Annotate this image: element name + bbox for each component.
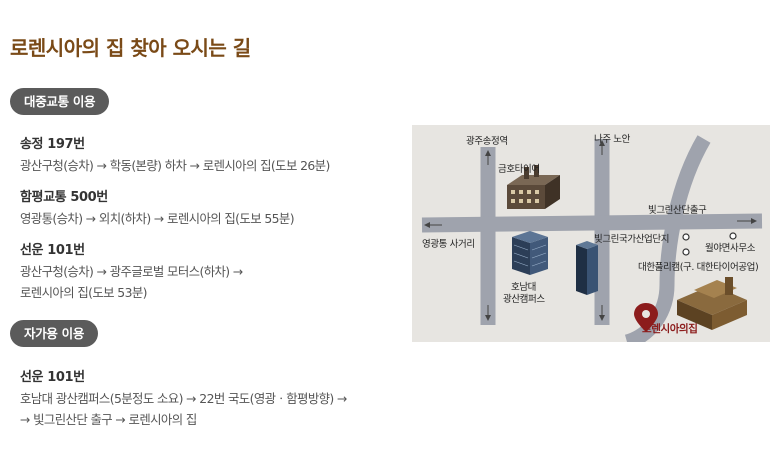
route-item: 송정 197번 광산구청(승차) → 학동(본량) 하차 → 로렌시아의 집(도… [20,133,410,176]
route-description: 호남대 광산캠퍼스(5분정도 소요) → 22번 국도(영광ㆍ함평방향) → →… [20,388,410,430]
map-label-daehan-pulley: 대한풀리캠(구. 대한타이어공업) [638,262,759,273]
route-description: 광산구청(승차) → 광주글로벌 모터스(하차) → 로렌시아의 집(도보 53… [20,261,410,303]
map-label-woryamyeon: 월야면사무소 [705,243,756,254]
route-description: 영광통(승차) → 외치(하차) → 로렌시아의 집(도보 55분) [20,208,410,229]
map-label-yeonggwang: 영광통 사거리 [422,239,475,250]
road-bitgreen [421,213,763,233]
route-name: 함평교통 500번 [20,190,108,205]
map-label-songjeong: 광주송정역 [466,136,508,147]
location-map: 광주송정역 나주 노안 금호타이어 빛그린산단출구 영광통 사거리 빛그린국가산… [412,125,770,342]
map-label-geumho: 금호타이어 [498,164,540,175]
route-line: 광산구청(승차) → 광주글로벌 모터스(하차) → [20,264,243,279]
map-label-bitgreen-complex: 빛그린국가산업단지 [594,234,670,245]
factory-icon [507,165,560,209]
map-roads [421,135,763,342]
route-item: 선운 101번 광산구청(승차) → 광주글로벌 모터스(하차) → 로렌시아의… [20,239,410,303]
route-line: 영광통(승차) → 외치(하차) → 로렌시아의 집(도보 55분) [20,211,295,226]
route-name: 선운 101번 [20,370,85,385]
map-label-naju: 나주 노안 [594,134,630,145]
route-line: 광산구청(승차) → 학동(본량) 하차 → 로렌시아의 집(도보 26분) [20,158,330,173]
route-line: 로렌시아의 집(도보 53분) [20,285,148,300]
car-badge: 자가용 이용 [10,320,99,347]
route-item: 선운 101번 호남대 광산캠퍼스(5분정도 소요) → 22번 국도(영광ㆍ함… [20,366,410,430]
map-label-honam-campus: 광산캠퍼스 [503,294,545,305]
lorencia-building-icon [677,277,747,330]
map-label-honam-univ: 호남대 [511,282,537,293]
route-line: 호남대 광산캠퍼스(5분정도 소요) → 22번 국도(영광ㆍ함평방향) → [20,391,347,406]
map-label-bitgreen-exit: 빛그린산단출구 [648,205,707,216]
road-curve [624,135,711,342]
campus-building-icon [512,231,548,275]
tower-icon [576,241,598,295]
page-title: 로렌시아의 집 찾아 오시는 길 [10,36,251,60]
public-transport-badge: 대중교통 이용 [10,88,110,115]
route-description: 광산구청(승차) → 학동(본량) 하차 → 로렌시아의 집(도보 26분) [20,155,410,176]
route-line: → 빛그린산단 출구 → 로렌시아의 집 [20,412,197,427]
route-item: 함평교통 500번 영광통(승차) → 외치(하차) → 로렌시아의 집(도보 … [20,186,410,229]
route-name: 선운 101번 [20,243,85,258]
route-name: 송정 197번 [20,137,85,152]
location-pin-icon [634,303,658,332]
map-label-lorencia: 로렌시아의집 [642,323,698,335]
